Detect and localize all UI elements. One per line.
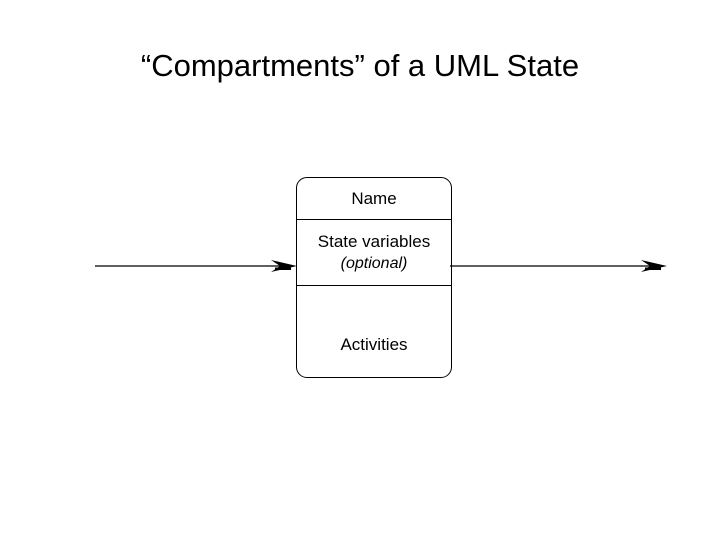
outgoing-arrow-icon [450,260,667,272]
state-variables-label: State variables [317,232,431,251]
incoming-transition-arrow[interactable] [95,256,298,276]
activities-label: Activities [340,334,408,354]
name-compartment: Name [297,178,451,219]
outgoing-transition-arrow[interactable] [450,256,668,276]
activities-compartment: Activities [297,285,451,377]
state-variables-compartment: State variables (optional) [297,219,451,285]
state-name-label: Name [351,188,397,208]
page-title: “Compartments” of a UML State [140,48,580,83]
incoming-arrow-icon [95,260,297,272]
state-variables-optional-label: (optional) [340,255,408,272]
uml-state-box[interactable]: Name State variables (optional) Activiti… [296,177,452,378]
